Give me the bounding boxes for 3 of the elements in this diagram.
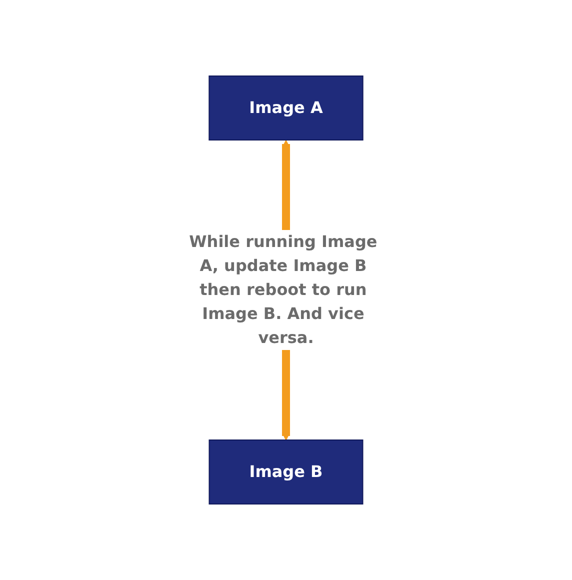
- node-box: Image B: [208, 440, 364, 504]
- node-box: Image A: [208, 76, 364, 140]
- edge-label: While running Image A, update Image B then reboot to run Image B. And vice versa.: [189, 232, 378, 347]
